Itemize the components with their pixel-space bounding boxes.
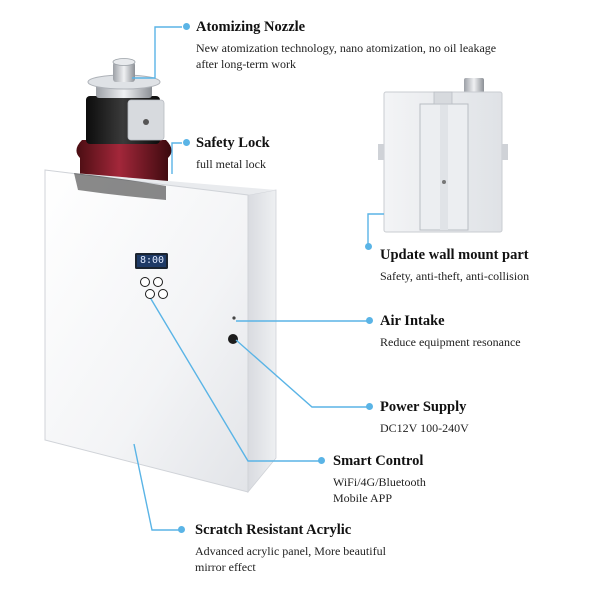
callout-title: Atomizing Nozzle (196, 19, 306, 35)
leader-smart (147, 293, 321, 462)
diffuser-device (44, 58, 277, 494)
control-button-icon[interactable] (140, 277, 150, 287)
callout-description: Safety, anti-theft, anti-collision (380, 269, 530, 283)
callout-title: Scratch Resistant Acrylic (195, 522, 352, 538)
callout-atomizing-nozzle: Atomizing Nozzle New atomization technol… (196, 18, 516, 72)
wall-mount-inset (378, 78, 508, 233)
callout-scratch-resistant-acrylic: Scratch Resistant Acrylic Advanced acryl… (195, 521, 400, 575)
leader-lock (171, 142, 182, 174)
callout-description: DC12V 100-240V (380, 421, 469, 435)
leader-nozzle (132, 26, 182, 79)
callout-description-line: WiFi/4G/Bluetooth (333, 475, 426, 489)
blue-callout-dot-icon (365, 243, 372, 250)
air-intake-port-icon (228, 334, 238, 344)
control-button-icon[interactable] (145, 289, 155, 299)
callout-title: Air Intake (380, 313, 445, 329)
blue-callout-dot-icon (366, 403, 373, 410)
control-panel (135, 253, 168, 269)
control-button-icon[interactable] (153, 277, 163, 287)
blue-callout-dot-icon (178, 526, 185, 533)
callout-description: full metal lock (196, 157, 266, 171)
callout-smart-control: Smart Control WiFi/4G/Bluetooth Mobile A… (333, 452, 533, 506)
leader-lines (132, 26, 384, 531)
display-reading: 8:00 (140, 255, 165, 266)
callout-safety-lock: Safety Lock full metal lock (196, 134, 366, 172)
callout-description: Advanced acrylic panel, More beautiful m… (195, 544, 386, 574)
callout-description: WiFi/4G/Bluetooth Mobile APP (333, 474, 533, 506)
leader-power (235, 339, 369, 408)
callout-description: New atomization technology, nano atomiza… (196, 41, 497, 71)
callout-description: Reduce equipment resonance (380, 335, 521, 349)
control-button-icon[interactable] (158, 289, 168, 299)
callout-wall-mount: Update wall mount part Safety, anti-thef… (380, 246, 595, 284)
callout-power-supply: Power Supply DC12V 100-240V (380, 398, 590, 436)
leader-wallmount (367, 213, 384, 246)
callout-air-intake: Air Intake Reduce equipment resonance (380, 312, 590, 350)
callout-title: Update wall mount part (380, 247, 529, 263)
blue-callout-dot-icon (183, 23, 190, 30)
atomizing-nozzle (87, 58, 165, 141)
blue-callout-dot-icon (366, 317, 373, 324)
callout-title: Safety Lock (196, 135, 270, 151)
callout-title: Power Supply (380, 399, 467, 415)
callout-description-line: Mobile APP (333, 491, 393, 505)
leader-acrylic (133, 443, 181, 531)
callout-title: Smart Control (333, 453, 424, 469)
blue-callout-dot-icon (318, 457, 325, 464)
blue-callout-dot-icon (183, 139, 190, 146)
